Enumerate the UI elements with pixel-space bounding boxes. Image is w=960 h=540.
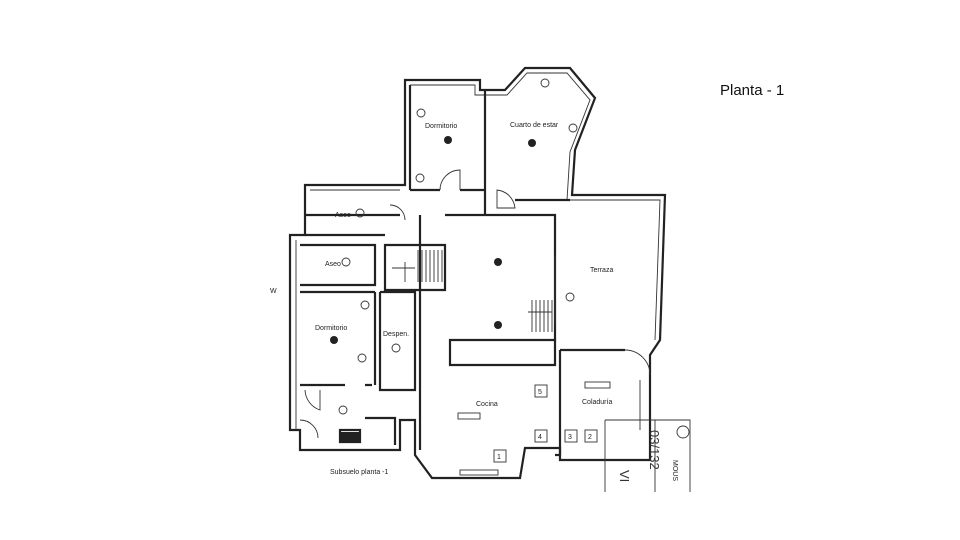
room-label-dormitorio-left: Dormitorio: [315, 325, 347, 332]
outer-walls: [288, 66, 667, 480]
room-labels: Dormitorio Cuarto de estar Aseo Aseo Ter…: [270, 122, 613, 476]
stamp-side: VI: [617, 470, 632, 482]
marker-2: 2: [588, 434, 592, 441]
page-title: Planta - 1: [720, 82, 785, 99]
room-label-cuarto-estar: Cuarto de estar: [510, 122, 559, 129]
room-label-terraza: Terraza: [590, 267, 613, 274]
ceiling-lights: [330, 78, 578, 415]
marker-5: 5: [538, 389, 542, 396]
stamp-code: 03/132: [647, 430, 662, 470]
stamp-brand: MOUS: [671, 460, 678, 481]
official-stamp: 03/132 VI MOUS: [604, 419, 691, 492]
room-label-cocina: Cocina: [476, 401, 498, 408]
marker-3: 3: [568, 434, 572, 441]
room-label-aseo-2: Aseo: [325, 261, 341, 268]
door-swings: [299, 169, 651, 439]
room-label-subsuelo: Subsuelo planta -1: [330, 469, 388, 476]
room-label-coladuria: Coladuría: [582, 399, 612, 406]
marker-1: 1: [497, 454, 501, 461]
room-label-aseo-1: Aseo: [335, 212, 351, 219]
marker-4: 4: [538, 434, 542, 441]
numbered-markers: 5 4 3 2 1: [493, 384, 598, 463]
inner-walls: [300, 85, 625, 457]
stairs: [392, 250, 553, 332]
side-letter: W: [270, 288, 277, 295]
room-label-despensa: Despen.: [383, 331, 409, 338]
room-label-dormitorio-top: Dormitorio: [425, 123, 457, 130]
fixtures: [340, 381, 611, 476]
